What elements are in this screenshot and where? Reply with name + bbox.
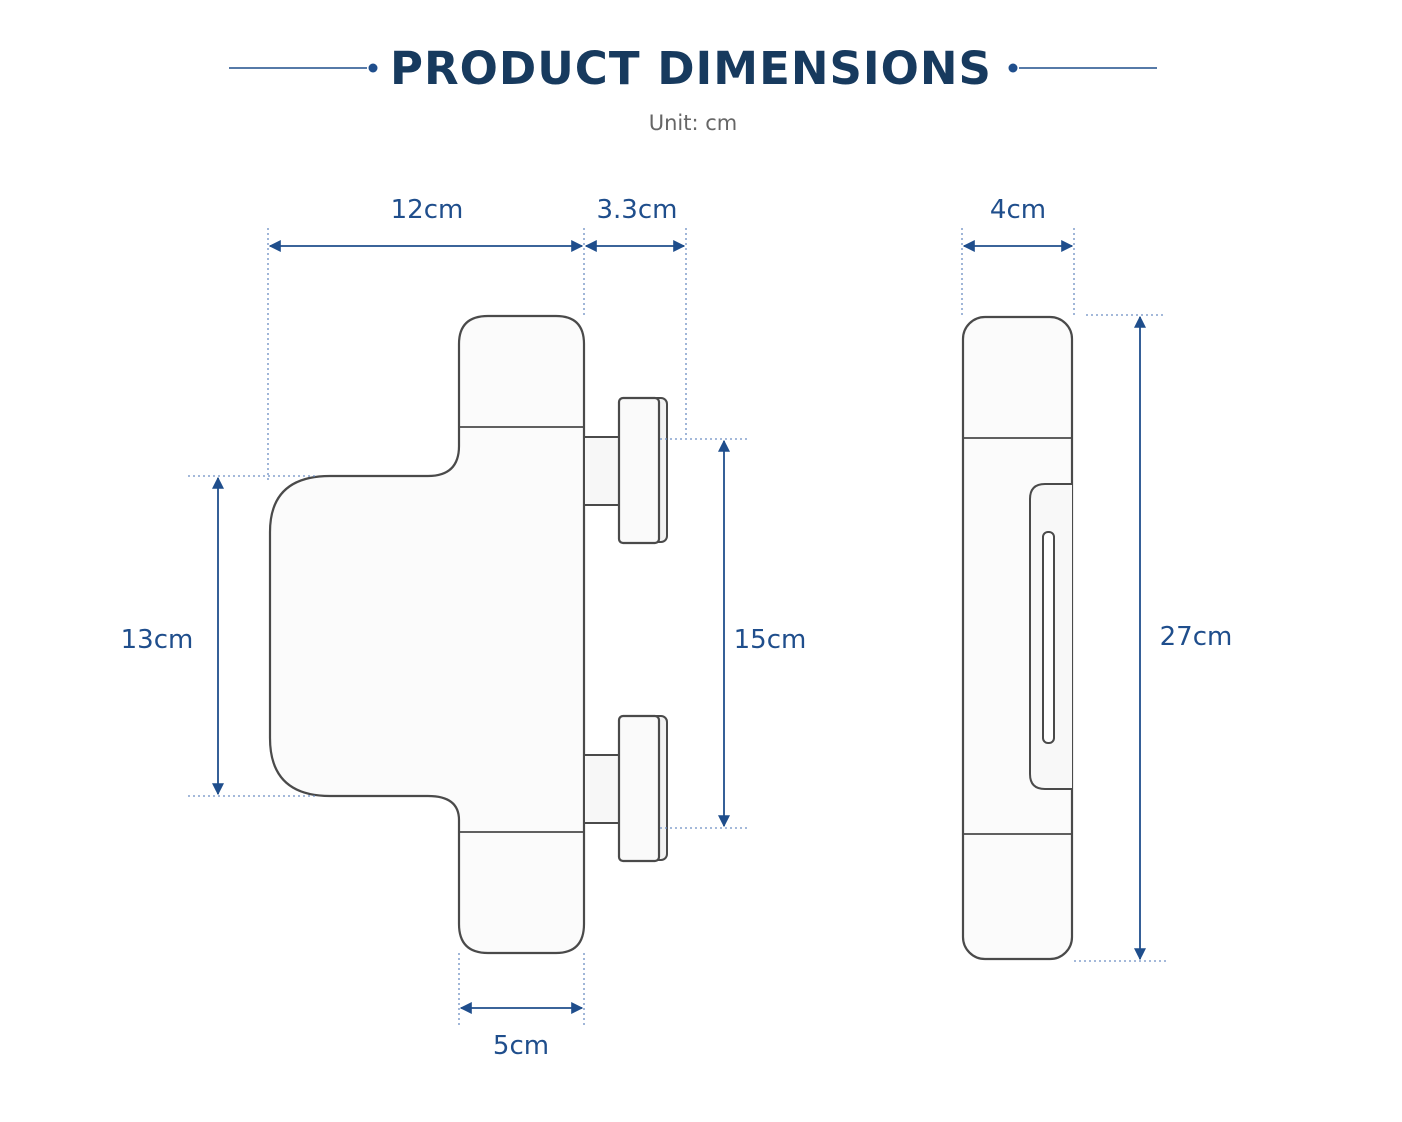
dimension-arrows [212,240,1146,1014]
dim-label-width-main: 12cm [391,195,464,225]
front-body [268,314,586,955]
title-dot-right [1008,63,1018,73]
title-dot-left [368,63,378,73]
front-view [268,314,668,955]
dim-label-height-left: 13cm [121,625,194,655]
dim-label-width-bottom: 5cm [493,1031,549,1061]
dimension-labels: 12cm 3.3cm 13cm 15cm 5cm 4cm 27cm [121,195,1233,1061]
header: PRODUCT DIMENSIONS Unit: cm [229,42,1157,135]
guide-lines [188,228,1166,1028]
dim-label-side-width: 4cm [990,195,1046,225]
page-title: PRODUCT DIMENSIONS [390,42,992,95]
side-slider-slot [1042,531,1055,744]
side-view [961,315,1074,961]
dim-label-side-height: 27cm [1160,622,1233,652]
unit-label: Unit: cm [649,111,738,135]
front-bottom-knob [583,714,668,863]
dim-label-height-knobs: 15cm [734,625,807,655]
dim-label-width-knob: 3.3cm [597,195,678,225]
front-top-knob [583,396,668,545]
